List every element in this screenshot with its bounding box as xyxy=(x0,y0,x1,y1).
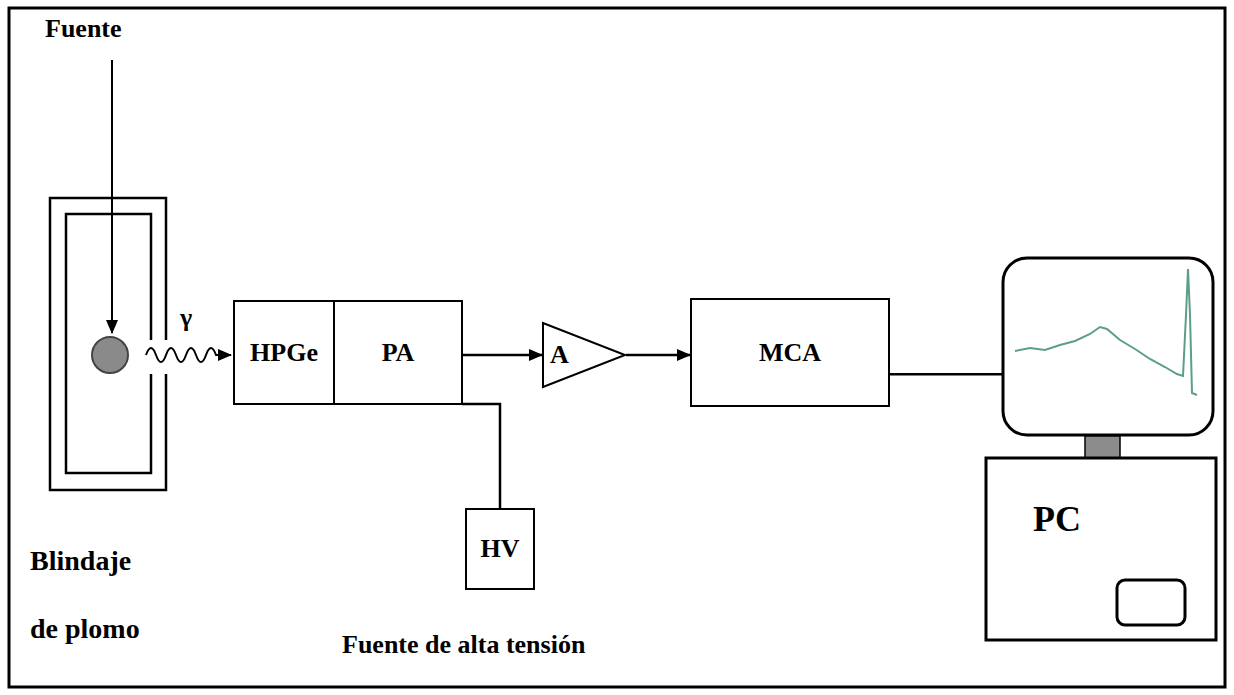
node-text: HPGe xyxy=(250,338,318,368)
source-pointer-arrow xyxy=(111,60,113,333)
computer-drawing xyxy=(985,255,1217,642)
mca-box: MCA xyxy=(690,298,890,407)
triangle-shape xyxy=(543,323,625,387)
gamma-label: γ xyxy=(180,303,192,333)
signal-connector xyxy=(890,373,1003,376)
radioactive-source xyxy=(92,337,128,373)
node-text: A xyxy=(550,340,569,370)
shield-label: Blindaje de plomo xyxy=(30,527,166,663)
amplifier-triangle: A xyxy=(542,322,626,388)
node-text: HV xyxy=(481,534,520,564)
monitor xyxy=(1003,258,1213,435)
node-text: MCA xyxy=(759,338,821,368)
signal-connector xyxy=(626,354,690,357)
node-text: PC xyxy=(1033,498,1081,540)
signal-connector xyxy=(462,404,500,508)
source-label: Fuente xyxy=(45,14,122,44)
hv-supply-label: Fuente de alta tensión xyxy=(342,630,585,660)
lead-shield-inner xyxy=(66,214,151,473)
signal-connector xyxy=(463,354,542,357)
computer: PC xyxy=(985,255,1217,642)
detector-box: HPGe xyxy=(233,300,335,405)
disk-drive xyxy=(1117,580,1185,625)
gamma-wave xyxy=(146,348,231,362)
preamplifier-box: PA xyxy=(333,300,463,405)
hv-box: HV xyxy=(465,508,535,590)
spectrum-trace xyxy=(1015,269,1197,395)
frame-border xyxy=(9,8,1225,687)
monitor-stand xyxy=(1085,436,1120,458)
computer-case xyxy=(986,458,1216,640)
lead-shield-outer xyxy=(50,198,166,490)
node-text: PA xyxy=(382,338,415,368)
